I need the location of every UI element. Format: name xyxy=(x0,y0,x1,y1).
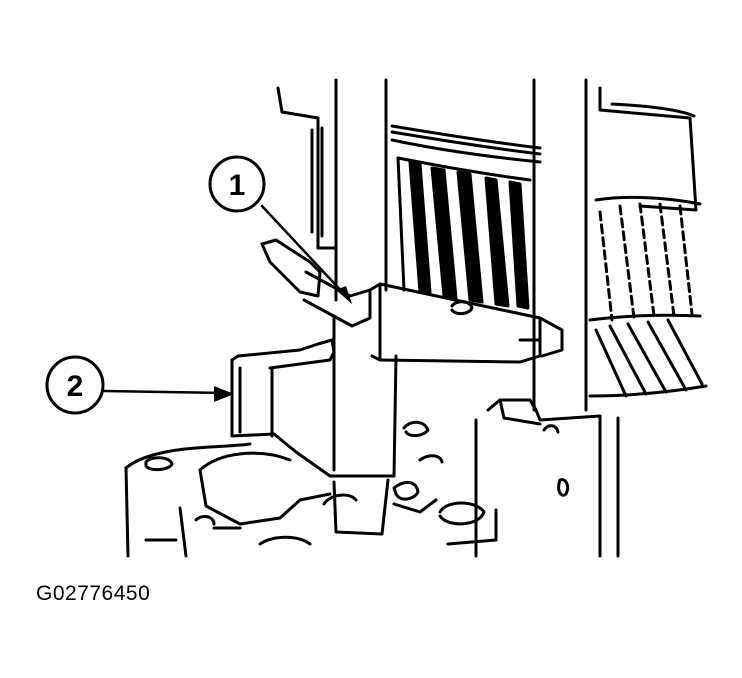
leader-lines xyxy=(102,204,348,395)
vertical-shafts xyxy=(334,78,588,412)
callout-1: 1 xyxy=(208,155,266,213)
upper-housing xyxy=(276,86,698,250)
figure-id-label: G02776450 xyxy=(36,582,151,605)
callout-2: 2 xyxy=(45,355,105,415)
callout-2-arrowhead xyxy=(214,386,234,402)
callout-1-arrowhead xyxy=(336,286,352,304)
base-casting xyxy=(124,398,620,558)
callout-1-number: 1 xyxy=(229,169,246,202)
clutch-plates-left xyxy=(396,156,532,310)
clutch-plates-right xyxy=(588,195,708,398)
tool-post-lower xyxy=(230,314,398,536)
callout-2-number: 2 xyxy=(67,370,84,403)
